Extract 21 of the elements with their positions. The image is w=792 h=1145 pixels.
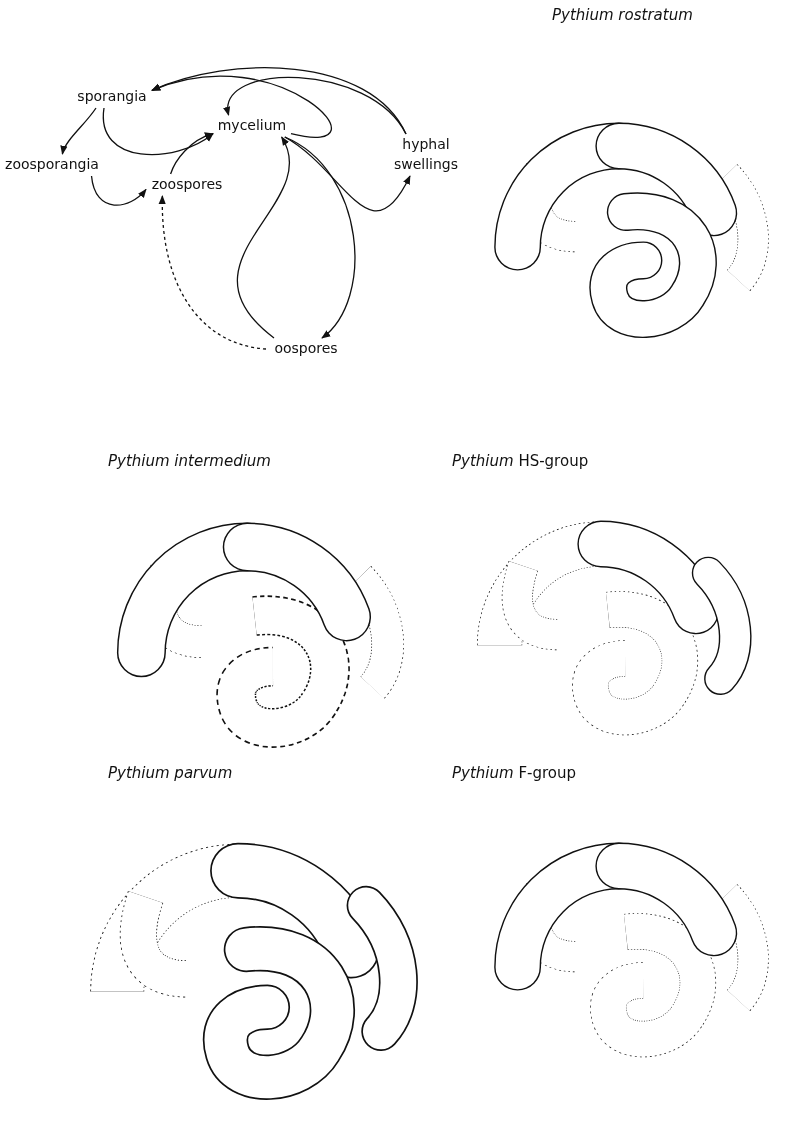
species-title: Pythium parvum — [108, 764, 233, 782]
arrow — [61, 107, 97, 155]
arrow — [224, 76, 407, 135]
arrow — [151, 75, 332, 138]
arrow — [236, 136, 290, 339]
arrow — [284, 136, 356, 339]
dashed-arrow — [158, 195, 267, 350]
stage-label: hyphal swellings — [393, 136, 459, 172]
arrow — [102, 107, 214, 156]
arrow — [284, 136, 411, 212]
stage-label: zoosporangia — [5, 156, 99, 172]
stage-label: oospores — [274, 340, 338, 356]
species-title: Pythium F-group — [452, 764, 576, 782]
arrow — [90, 175, 147, 206]
arrow — [169, 132, 214, 175]
species-title: Pythium HS-group — [452, 452, 589, 470]
stage-label: zoospores — [151, 176, 223, 192]
stage-label: sporangia — [77, 88, 147, 104]
species-title: Pythium rostratum — [552, 6, 693, 24]
stage-label: mycelium — [217, 117, 287, 133]
species-title: Pythium intermedium — [108, 452, 271, 470]
